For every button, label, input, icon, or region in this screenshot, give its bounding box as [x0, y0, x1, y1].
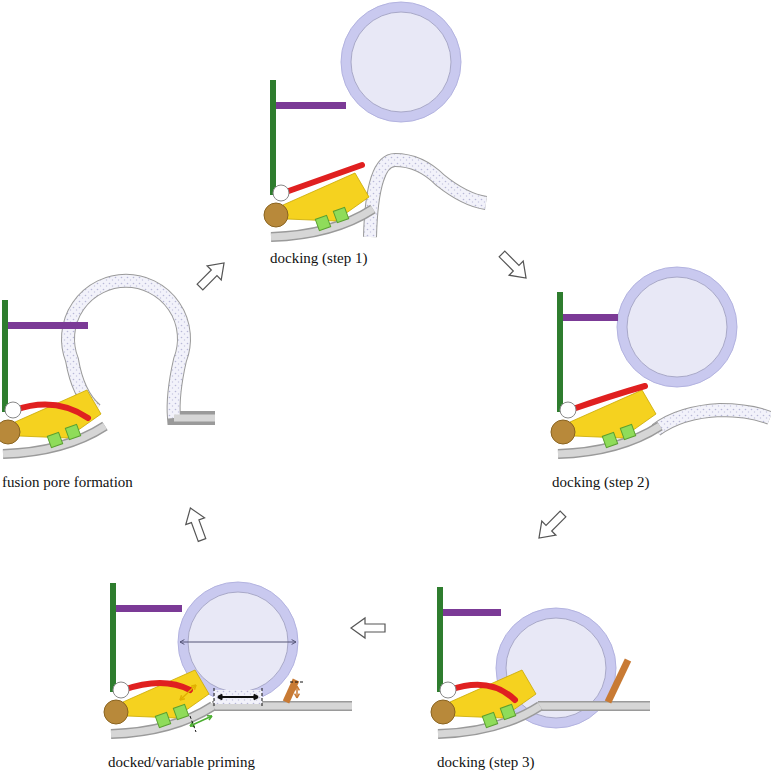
- protein-scaffold: [104, 583, 213, 734]
- orange-tether: [286, 680, 296, 702]
- panel-caption: docked/variable priming: [108, 754, 255, 771]
- panel-docking-2: [551, 267, 770, 454]
- plasma-membrane: [656, 410, 770, 430]
- plasma-membrane: [370, 160, 486, 237]
- panel-caption: docking (step 3): [437, 754, 534, 771]
- cycle-arrow: [351, 618, 385, 638]
- plasma-membrane: [538, 701, 650, 711]
- vesicle-lumen: [627, 277, 727, 377]
- cycle-arrow: [495, 247, 533, 285]
- panel-caption: docking (step 2): [552, 474, 649, 491]
- orange-tether: [608, 660, 628, 702]
- measurement-arrows: [180, 640, 304, 732]
- panel-caption: fusion pore formation: [2, 474, 133, 491]
- panel-docking-1: [264, 2, 486, 237]
- vesicle: [341, 2, 461, 122]
- protein-scaffold: [264, 80, 373, 237]
- cycle-arrow: [532, 507, 570, 545]
- panel-caption: docking (step 1): [270, 250, 367, 267]
- protein-scaffold: [431, 587, 540, 734]
- protein-scaffold: [0, 300, 105, 454]
- cycle-arrow: [193, 256, 231, 294]
- vesicle-lumen: [351, 12, 451, 112]
- panel-docking-3: [431, 587, 650, 734]
- panel-fusion-pore: [0, 281, 215, 454]
- panel-priming: [104, 582, 352, 734]
- vesicle: [617, 267, 737, 387]
- protein-scaffold: [551, 292, 660, 454]
- cycle-arrow: [181, 505, 211, 544]
